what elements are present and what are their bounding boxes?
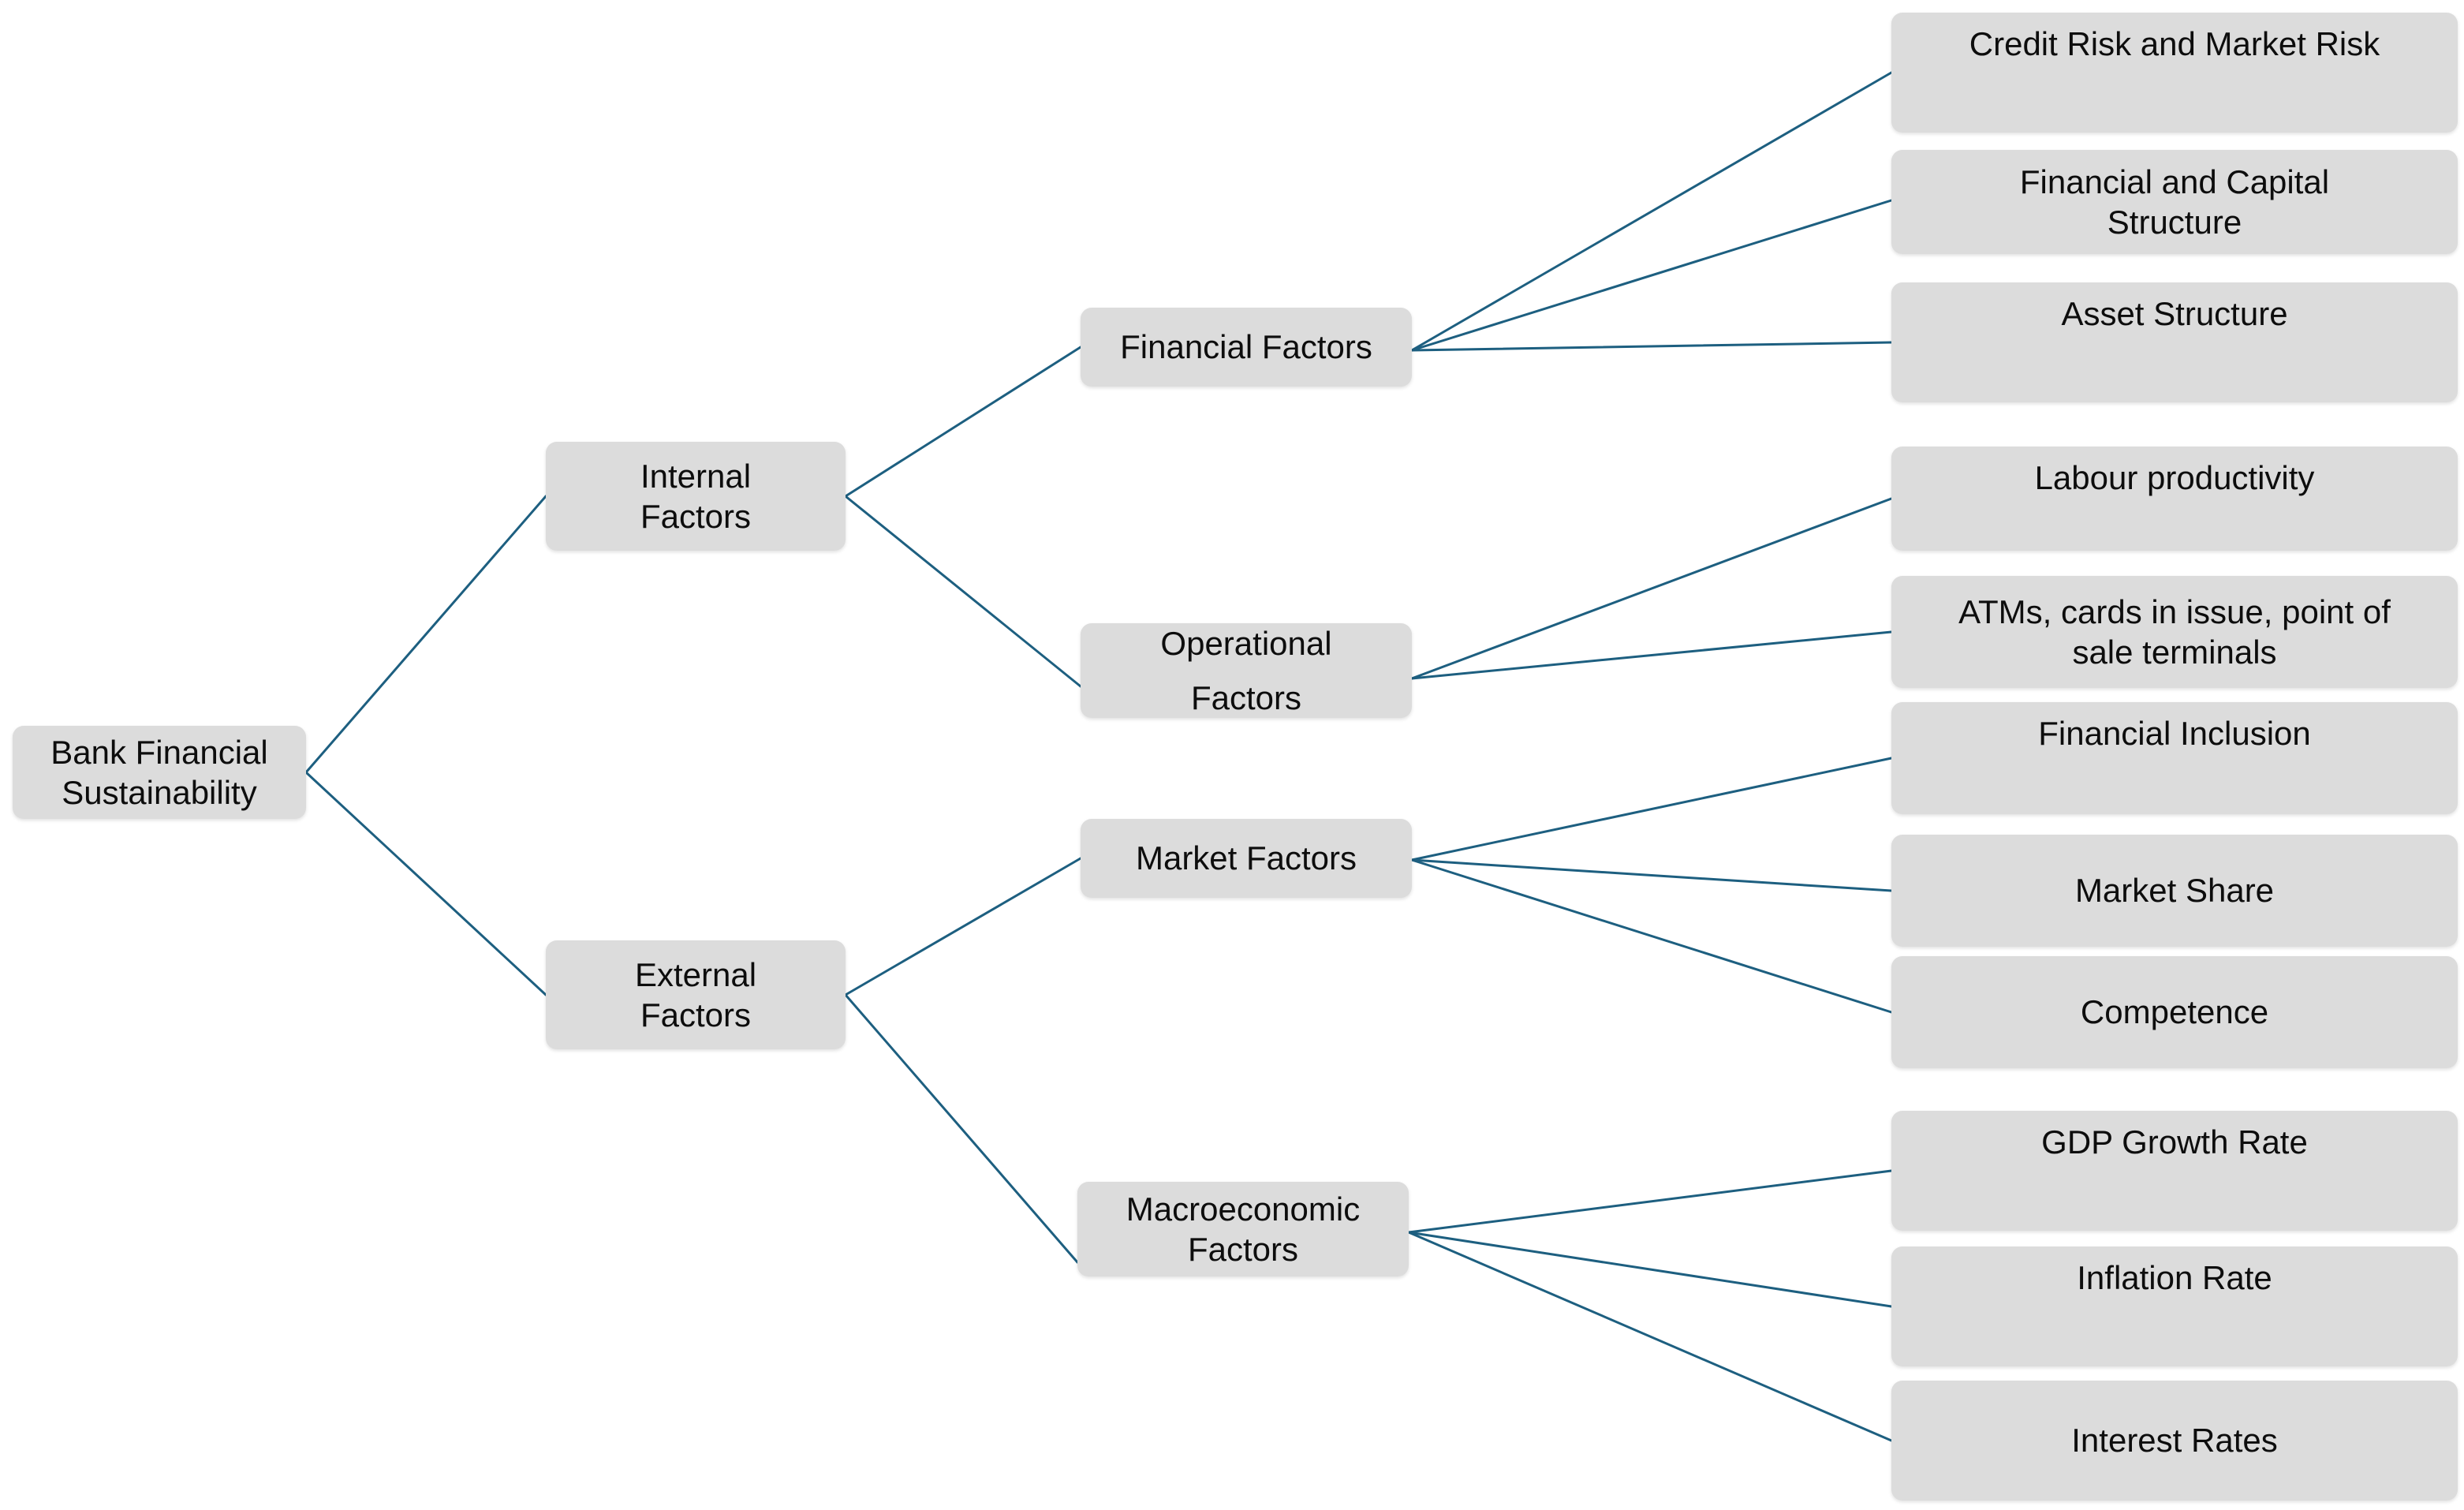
edge-operational-to-atms [1410, 630, 1893, 680]
node-inflation-rate[interactable]: Inflation Rate [1891, 1246, 2458, 1366]
node-label-inflation-rate: Inflation Rate [2077, 1259, 2272, 1296]
node-label-credit-risk-and-market-risk: Credit Risk and Market Risk [1969, 25, 2380, 62]
edge-macro-to-inflation [1407, 1231, 1893, 1308]
node-bank-financial-sustainability[interactable]: Bank Financial Sustainability [13, 726, 306, 819]
node-labour-productivity[interactable]: Labour productivity [1891, 447, 2458, 551]
edge-root-to-internal [304, 495, 547, 774]
node-label-financial-factors: Financial Factors [1120, 328, 1372, 366]
node-internal-factors[interactable]: Internal Factors [546, 442, 846, 551]
node-label-operational-factors: Operational Factors [1160, 624, 1332, 716]
node-financial-factors[interactable]: Financial Factors [1081, 308, 1412, 387]
node-label-internal-factors: Internal Factors [640, 457, 752, 535]
node-label-labour-productivity: Labour productivity [2034, 459, 2315, 496]
edge-financial-to-credit [1410, 71, 1893, 352]
edge-financial-to-capital [1410, 199, 1893, 352]
edge-external-to-macro [844, 993, 1079, 1264]
node-label-gdp-growth-rate: GDP Growth Rate [2041, 1123, 2308, 1161]
node-competence[interactable]: Competence [1891, 956, 2458, 1068]
node-credit-risk-and-market-risk[interactable]: Credit Risk and Market Risk [1891, 13, 2458, 133]
node-label-asset-structure: Asset Structure [2061, 295, 2288, 332]
node-label-interest-rates: Interest Rates [2071, 1422, 2278, 1460]
node-label-atms-cards-pos: ATMs, cards in issue, point of sale term… [1958, 592, 2391, 671]
edge-internal-to-operational [844, 495, 1082, 688]
edge-internal-to-financial [844, 346, 1082, 498]
node-label-bank-financial-sustainability: Bank Financial Sustainability [50, 733, 268, 811]
edge-macro-to-interest [1407, 1231, 1893, 1442]
node-label-external-factors: External Factors [634, 955, 757, 1033]
node-external-factors[interactable]: External Factors [546, 940, 846, 1049]
edge-root-to-external [304, 771, 547, 996]
node-label-macroeconomic-factors: Macroeconomic Factors [1126, 1190, 1361, 1268]
node-market-factors[interactable]: Market Factors [1081, 819, 1412, 898]
node-gdp-growth-rate[interactable]: GDP Growth Rate [1891, 1111, 2458, 1231]
node-label-financial-and-capital-structure: Financial and Capital Structure [2019, 163, 2330, 241]
node-market-share[interactable]: Market Share [1891, 835, 2458, 947]
edge-external-to-market [844, 857, 1082, 996]
node-interest-rates[interactable]: Interest Rates [1891, 1381, 2458, 1501]
node-financial-inclusion[interactable]: Financial Inclusion [1891, 702, 2458, 814]
node-label-market-share: Market Share [2074, 872, 2275, 910]
node-atms-cards-pos[interactable]: ATMs, cards in issue, point of sale term… [1891, 576, 2458, 688]
node-label-financial-inclusion: Financial Inclusion [2038, 715, 2311, 752]
edge-market-to-share [1410, 858, 1893, 892]
node-macroeconomic-factors[interactable]: Macroeconomic Factors [1077, 1182, 1409, 1276]
node-label-competence: Competence [2080, 993, 2269, 1031]
node-asset-structure[interactable]: Asset Structure [1891, 282, 2458, 402]
edge-operational-to-labour [1410, 497, 1893, 680]
edge-macro-to-gdp [1407, 1169, 1893, 1234]
node-operational-factors[interactable]: Operational Factors [1081, 623, 1412, 718]
node-label-market-factors: Market Factors [1135, 839, 1357, 877]
node-financial-and-capital-structure[interactable]: Financial and Capital Structure [1891, 150, 2458, 254]
edge-market-to-competence [1410, 858, 1893, 1014]
edge-financial-to-asset [1410, 341, 1893, 352]
edge-market-to-inclusion [1410, 757, 1893, 862]
